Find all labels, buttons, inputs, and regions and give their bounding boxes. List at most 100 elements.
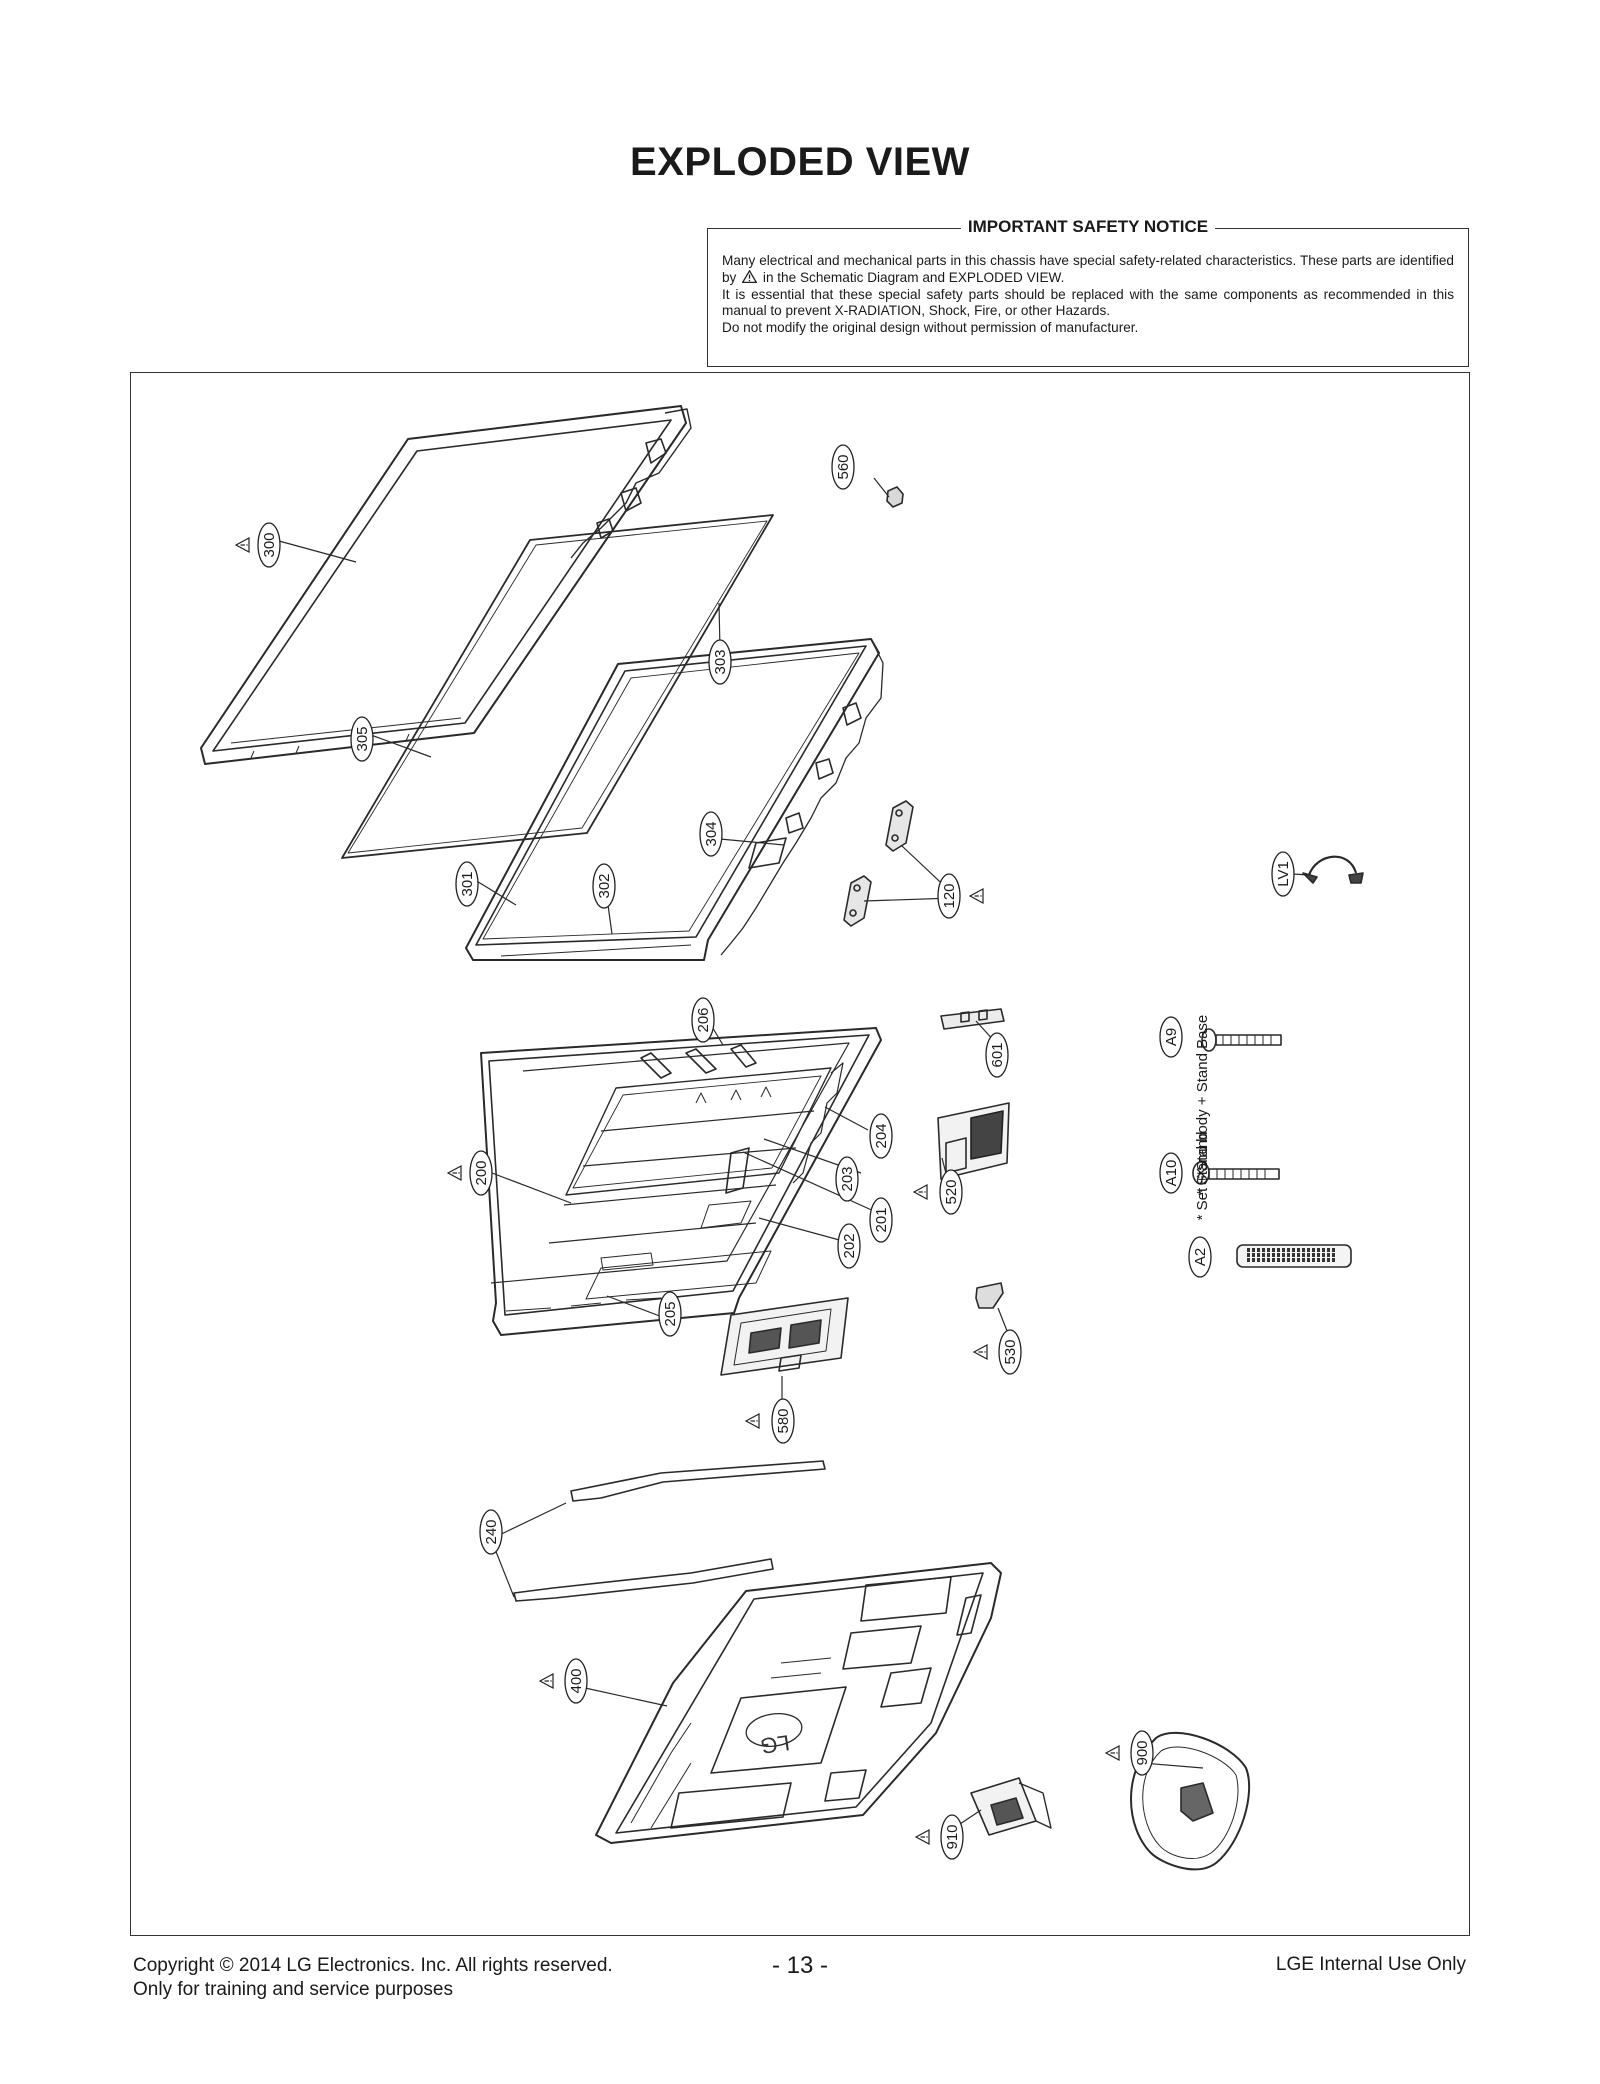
warning-triangle-icon bbox=[539, 1673, 554, 1689]
svg-text:203: 203 bbox=[839, 1166, 856, 1191]
svg-text:200: 200 bbox=[473, 1160, 490, 1185]
label-203: 203 bbox=[835, 1156, 859, 1202]
label-206: 206 bbox=[691, 997, 715, 1043]
svg-text:202: 202 bbox=[841, 1233, 858, 1258]
part-580-board bbox=[720, 1297, 849, 1376]
svg-text:301: 301 bbox=[459, 871, 476, 896]
warning-triangle-icon bbox=[969, 888, 984, 904]
svg-text:304: 304 bbox=[703, 821, 720, 846]
part-520-board bbox=[937, 1102, 1010, 1180]
label-530: 530 bbox=[998, 1329, 1022, 1375]
part-240-brackets bbox=[513, 1460, 826, 1602]
label-205: 205 bbox=[658, 1291, 682, 1337]
svg-text:LV1: LV1 bbox=[1275, 861, 1292, 887]
svg-text:400: 400 bbox=[568, 1668, 585, 1693]
part-601-board bbox=[940, 1008, 1005, 1030]
label-A2: A2 bbox=[1188, 1236, 1212, 1278]
part-200-main-frame bbox=[480, 1027, 882, 1336]
warning-triangle-icon bbox=[1105, 1745, 1120, 1761]
svg-text:520: 520 bbox=[943, 1179, 960, 1204]
svg-text:205: 205 bbox=[662, 1301, 679, 1326]
part-530-board bbox=[975, 1282, 1004, 1309]
label-A9: A9 bbox=[1159, 1016, 1183, 1058]
warning-triangle-icon bbox=[913, 1184, 928, 1200]
warning-triangle-icon bbox=[973, 1344, 988, 1360]
svg-text:300: 300 bbox=[261, 532, 278, 557]
notice-paragraph-3: Do not modify the original design withou… bbox=[722, 320, 1139, 336]
svg-text:A2: A2 bbox=[1192, 1248, 1209, 1266]
label-202: 202 bbox=[837, 1223, 861, 1269]
label-201: 201 bbox=[869, 1197, 893, 1243]
svg-text:900: 900 bbox=[1134, 1740, 1151, 1765]
leader-lines bbox=[278, 477, 1310, 1827]
svg-text:303: 303 bbox=[712, 649, 729, 674]
internal-use-text: LGE Internal Use Only bbox=[1275, 1954, 1466, 1975]
svg-text:530: 530 bbox=[1002, 1339, 1019, 1364]
safety-notice-body: Many electrical and mechanical parts in … bbox=[722, 253, 1454, 337]
warning-triangle-icon bbox=[447, 1165, 462, 1181]
svg-text:120: 120 bbox=[941, 883, 958, 908]
stand-note-set-stand: * Set + Stand bbox=[1194, 1132, 1211, 1221]
part-910-stand-body bbox=[970, 1777, 1052, 1836]
svg-text:580: 580 bbox=[775, 1408, 792, 1433]
label-601: 601 bbox=[985, 1032, 1009, 1078]
svg-text:204: 204 bbox=[873, 1123, 890, 1148]
svg-text:302: 302 bbox=[596, 873, 613, 898]
warning-triangle-icon bbox=[915, 1829, 930, 1845]
footer-left: Copyright © 2014 LG Electronics. Inc. Al… bbox=[133, 1954, 613, 2002]
page-number: - 13 - bbox=[771, 1952, 828, 1979]
svg-text:601: 601 bbox=[989, 1042, 1006, 1067]
part-A9-screw bbox=[1201, 1028, 1282, 1052]
warning-triangle-icon bbox=[235, 537, 250, 553]
label-301: 301 bbox=[455, 861, 479, 907]
svg-text:240: 240 bbox=[483, 1519, 500, 1544]
label-580: 580 bbox=[771, 1398, 795, 1444]
part-LV1-cable bbox=[1302, 855, 1364, 884]
svg-text:910: 910 bbox=[944, 1824, 961, 1849]
label-302: 302 bbox=[592, 863, 616, 909]
purpose-text: Only for training and service purposes bbox=[133, 1979, 453, 2000]
part-120-speakers bbox=[843, 800, 914, 927]
part-400-back-cover bbox=[595, 1562, 1002, 1844]
part-305-optical-sheet bbox=[341, 514, 774, 859]
part-labels: 300 305 303 304 301 302 560 120 LV1 206 … bbox=[257, 444, 1295, 1860]
safety-notice-box: IMPORTANT SAFETY NOTICE Many electrical … bbox=[707, 217, 1469, 367]
part-A10-screw bbox=[1192, 1161, 1280, 1185]
label-400: 400 bbox=[564, 1658, 588, 1704]
notice-paragraph-1: Many electrical and mechanical parts in … bbox=[722, 253, 1454, 285]
svg-text:A10: A10 bbox=[1163, 1160, 1180, 1187]
warning-triangle-icon bbox=[742, 269, 758, 283]
label-520: 520 bbox=[939, 1169, 963, 1215]
label-LV1: LV1 bbox=[1271, 851, 1295, 897]
label-910: 910 bbox=[940, 1814, 964, 1860]
stand-note-body-base: * Stand body + Stand Base bbox=[1194, 1015, 1211, 1196]
lg-logo: LG bbox=[759, 1730, 792, 1759]
label-900: 900 bbox=[1130, 1730, 1154, 1776]
warning-triangle-icon bbox=[745, 1413, 760, 1429]
part-A2-remote bbox=[1236, 1244, 1352, 1268]
svg-text:305: 305 bbox=[354, 726, 371, 751]
svg-text:560: 560 bbox=[835, 454, 852, 479]
safety-notice-heading: IMPORTANT SAFETY NOTICE bbox=[708, 217, 1468, 237]
label-300: 300 bbox=[257, 522, 281, 568]
part-560-component bbox=[886, 486, 904, 508]
label-305: 305 bbox=[350, 716, 374, 762]
page-title: EXPLODED VIEW bbox=[630, 140, 970, 184]
exploded-view-diagram: 300 305 303 304 301 302 560 120 LV1 206 … bbox=[130, 372, 1470, 1936]
notice-paragraph-2: It is essential that these special safet… bbox=[722, 286, 1454, 319]
label-303: 303 bbox=[708, 639, 732, 685]
exploded-view-drawing: 300 305 303 304 301 302 560 120 LV1 206 … bbox=[200, 405, 1364, 1871]
label-120: 120 bbox=[937, 873, 961, 919]
part-panel-assembly bbox=[465, 638, 884, 961]
part-300-front-bezel bbox=[200, 405, 692, 765]
svg-text:206: 206 bbox=[695, 1007, 712, 1032]
label-204: 204 bbox=[869, 1113, 893, 1159]
label-200: 200 bbox=[469, 1150, 493, 1196]
part-900-stand-base bbox=[1130, 1731, 1251, 1871]
svg-text:A9: A9 bbox=[1163, 1028, 1180, 1046]
copyright-text: Copyright © 2014 LG Electronics. Inc. Al… bbox=[133, 1955, 613, 1976]
label-304: 304 bbox=[699, 811, 723, 857]
label-560: 560 bbox=[831, 444, 855, 490]
svg-text:201: 201 bbox=[873, 1207, 890, 1232]
label-A10: A10 bbox=[1159, 1152, 1183, 1194]
